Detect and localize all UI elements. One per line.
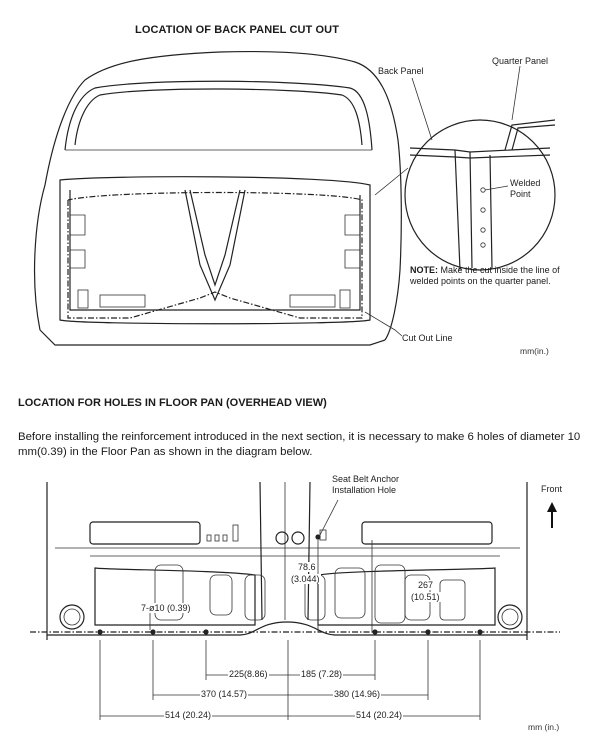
dim-267-in: (10.51) (410, 592, 441, 602)
dim-185: 185 (7.28) (300, 669, 344, 679)
note: NOTE: Make the cut inside the line of we… (410, 265, 570, 287)
dim-514-right: 514 (20.24) (355, 710, 404, 720)
dim-78-mm: 78.6 (297, 562, 317, 572)
back-panel-label: Back Panel (378, 66, 424, 76)
floor-pan-title: LOCATION FOR HOLES IN FLOOR PAN (OVERHEA… (18, 397, 327, 409)
intro-paragraph: Before installing the reinforcement intr… (18, 431, 581, 458)
dim-225: 225(8.86) (228, 669, 269, 679)
unit-label-1: mm(in.) (520, 346, 549, 356)
welded-point-label: Welded Point (510, 178, 541, 199)
front-label: Front (541, 484, 563, 494)
dim-hole-diameter: 7-ø10 (0.39) (140, 603, 192, 613)
dim-267-mm: 267 (417, 580, 435, 590)
cut-out-line-label: Cut Out Line (402, 333, 453, 343)
dim-78-in: (3.044) (290, 574, 321, 584)
note-text: Make the cut inside the line of welded p… (410, 265, 560, 286)
dim-380: 380 (14.96) (333, 689, 382, 699)
note-label: NOTE: (410, 265, 438, 275)
quarter-panel-label: Quarter Panel (492, 56, 549, 66)
unit-label-2: mm (in.) (528, 722, 560, 732)
dim-370: 370 (14.57) (200, 689, 249, 699)
dim-514-left: 514 (20.24) (164, 710, 213, 720)
back-panel-title: LOCATION OF BACK PANEL CUT OUT (135, 24, 340, 36)
seat-belt-label: Seat Belt Anchor Installation Hole (332, 474, 400, 495)
